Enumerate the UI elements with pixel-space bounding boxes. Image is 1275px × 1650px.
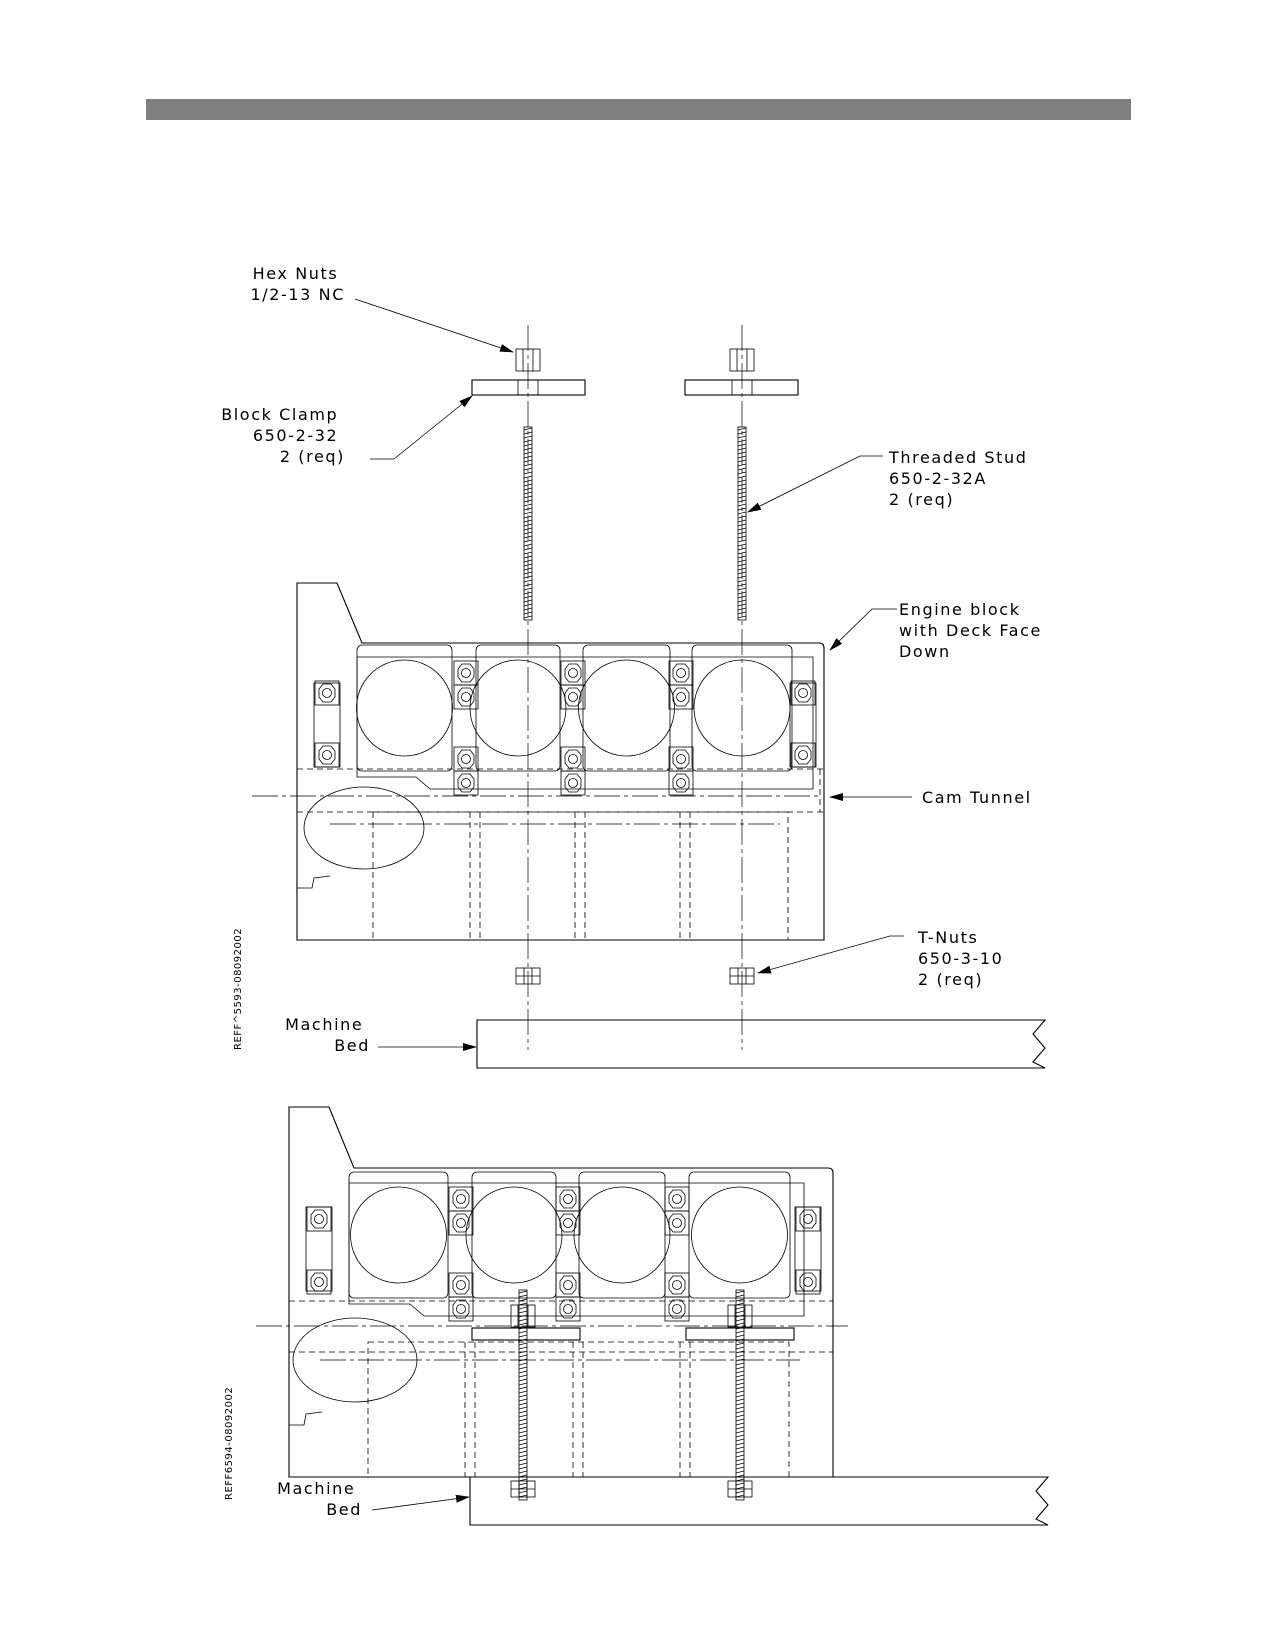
bottom-ref-code: REFF6594-08092002 [224, 1387, 235, 1500]
top-right-bracket [789, 682, 817, 768]
bottom-head-bolt-15 [664, 1272, 690, 1298]
top-engine-block-outline [296, 582, 825, 941]
right-block-clamp [684, 379, 799, 396]
top-cylinder-bores [356, 644, 793, 772]
top-ref-code: REFF^5593-08092002 [233, 928, 244, 1050]
bottom-threaded-studs [518, 1289, 745, 1501]
bottom-left-bracket [305, 1206, 333, 1292]
left-block-clamp [471, 379, 586, 396]
top-cylinder-bank [356, 656, 814, 790]
top-head-bolt-1 [314, 680, 340, 706]
bottom-machine-bed-leader [371, 1494, 470, 1511]
bottom-cylinder-bank [348, 1182, 805, 1317]
top-head-bolt-11 [560, 746, 586, 772]
top-head-bolts [314, 660, 816, 796]
bottom-left-t-nut [510, 1480, 536, 1498]
bottom-head-bolt-3 [795, 1206, 821, 1232]
top-threaded-stud-1 [523, 426, 533, 621]
bottom-cylinder-bay-4 [688, 1171, 791, 1299]
engine-block-leader [829, 608, 897, 651]
top-machine-bed [476, 1019, 1047, 1069]
top-head-bolt-3 [790, 680, 816, 706]
bottom-head-bolt-16 [664, 1296, 690, 1322]
cam-tunnel-label: Cam Tunnel [922, 788, 1032, 807]
threaded-stud-leader [747, 455, 883, 513]
bottom-threaded-stud-1 [518, 1289, 528, 1501]
bottom-head-bolt-6 [448, 1210, 474, 1236]
bottom-right-bracket [794, 1206, 822, 1292]
top-machine-bed-label: Machine Bed [285, 1015, 370, 1055]
bottom-right-block-clamp [685, 1327, 795, 1341]
bottom-lower-bay-frame [367, 1341, 790, 1478]
bottom-head-bolt-4 [795, 1269, 821, 1295]
bottom-head-bolt-13 [664, 1186, 690, 1212]
top-crank-ellipse [303, 786, 425, 870]
bottom-head-bolt-1 [306, 1206, 332, 1232]
threaded-stud-label: Threaded Stud 650-2-32A 2 (req) [888, 448, 1034, 509]
top-lower-bays [372, 811, 789, 941]
top-head-bolt-2 [314, 742, 340, 768]
top-head-bolt-15 [668, 746, 694, 772]
top-cylinder-bay-3 [578, 644, 675, 772]
bottom-cylinder-bay-2 [465, 1171, 563, 1299]
top-head-bolt-16 [668, 770, 694, 796]
bottom-cylinder-bay-3 [573, 1171, 671, 1299]
top-lower-bay-frame [372, 811, 789, 941]
bottom-head-bolt-11 [555, 1272, 581, 1298]
bottom-head-bolt-10 [555, 1210, 581, 1236]
bottom-view: Machine Bed REFF6594-08092002 [224, 1106, 1050, 1526]
bottom-left-block-clamp [471, 1327, 581, 1341]
top-threaded-studs [523, 426, 747, 621]
bottom-cylinder-bay-1 [348, 1171, 449, 1299]
top-head-bolt-5 [453, 660, 479, 686]
block-clamp-leader [370, 395, 473, 460]
bottom-machine-bed-label: Machine Bed [277, 1479, 362, 1519]
top-view: Hex Nuts 1/2-13 NC Block Clamp 650-2-32 … [221, 264, 1049, 1069]
top-head-bolt-7 [453, 746, 479, 772]
top-head-bolt-12 [560, 770, 586, 796]
t-nuts-label: T-Nuts 650-3-10 2 (req) [917, 928, 1010, 989]
t-nuts-leader [757, 935, 904, 974]
bottom-engine-block-outline [288, 1106, 834, 1478]
top-threaded-stud-2 [737, 426, 747, 621]
bottom-head-bolt-7 [448, 1272, 474, 1298]
block-clamp-label: Block Clamp 650-2-32 2 (req) [221, 405, 345, 466]
top-head-bolt-4 [790, 742, 816, 768]
hex-nuts-label: Hex Nuts 1/2-13 NC [250, 264, 345, 304]
bottom-crank-ellipse [292, 1317, 418, 1403]
top-head-bolt-14 [668, 684, 694, 710]
top-cylinder-bay-1 [356, 644, 453, 772]
bottom-threaded-stud-2 [735, 1289, 745, 1501]
bottom-lower-bays [367, 1341, 790, 1478]
bottom-machine-bed [469, 1476, 1050, 1526]
top-cylinder-bay-2 [469, 644, 567, 772]
top-head-bolt-8 [453, 770, 479, 796]
bottom-head-bolt-9 [555, 1186, 581, 1212]
top-head-bolt-13 [668, 660, 694, 686]
hex-nuts-leader [354, 298, 514, 353]
bottom-head-bolt-5 [448, 1186, 474, 1212]
bottom-right-t-nut [727, 1480, 753, 1498]
bottom-head-bolt-2 [306, 1269, 332, 1295]
engine-block-label: Engine block with Deck Face Down [899, 600, 1049, 661]
top-head-bolt-9 [560, 660, 586, 686]
top-left-bracket [313, 682, 341, 768]
header-bar [146, 99, 1131, 120]
